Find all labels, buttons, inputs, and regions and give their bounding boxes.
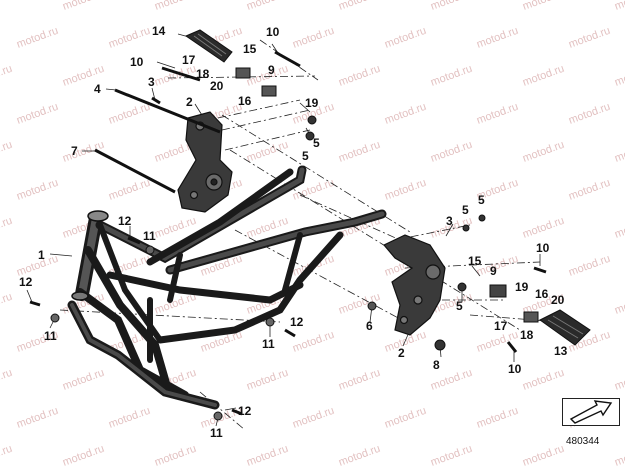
callout-11: 11 bbox=[44, 329, 57, 343]
watermark-text: motod.ru bbox=[613, 367, 625, 393]
callout-5: 5 bbox=[302, 149, 309, 163]
head-tube-bottom bbox=[71, 291, 89, 301]
callout-11: 11 bbox=[210, 426, 223, 440]
callout-9: 9 bbox=[268, 63, 275, 77]
callout-5: 5 bbox=[456, 299, 463, 313]
callout-10: 10 bbox=[508, 362, 522, 376]
main-frame bbox=[67, 165, 387, 410]
callout-19: 19 bbox=[305, 96, 319, 110]
callout-12: 12 bbox=[118, 214, 132, 228]
callout-20: 20 bbox=[210, 79, 224, 93]
callout-5: 5 bbox=[462, 203, 469, 217]
hardware bbox=[29, 50, 547, 421]
right-footrest-bracket bbox=[383, 234, 446, 336]
right-footrest-peg bbox=[539, 309, 591, 346]
callout-12: 12 bbox=[238, 404, 252, 418]
callout-11: 11 bbox=[143, 229, 156, 243]
callout-3: 3 bbox=[148, 75, 155, 89]
watermark-text: motod.ru bbox=[613, 0, 625, 13]
left-footrest-bracket bbox=[177, 111, 233, 213]
callout-12: 12 bbox=[290, 315, 304, 329]
callout-11: 11 bbox=[262, 337, 275, 351]
reference-arrow-box bbox=[562, 398, 620, 426]
callout-10: 10 bbox=[536, 241, 550, 255]
callout-1: 1 bbox=[38, 248, 45, 262]
callout-13: 13 bbox=[554, 344, 568, 358]
callout-3: 3 bbox=[446, 214, 453, 228]
callout-14: 14 bbox=[152, 24, 166, 38]
reference-number: 480344 bbox=[566, 436, 600, 447]
callout-2: 2 bbox=[186, 95, 193, 109]
left-footrest-peg bbox=[184, 29, 233, 63]
callout-16: 16 bbox=[238, 94, 252, 108]
head-tube-top bbox=[87, 210, 109, 222]
callout-9: 9 bbox=[490, 264, 497, 278]
callout-5: 5 bbox=[478, 193, 485, 207]
callout-17: 17 bbox=[494, 319, 508, 333]
callout-10: 10 bbox=[266, 25, 280, 39]
watermark-text: motod.ru bbox=[613, 63, 625, 89]
callout-20: 20 bbox=[551, 293, 565, 307]
callout-8: 8 bbox=[433, 358, 440, 372]
watermark-text: motod.ru bbox=[613, 139, 625, 165]
callout-19: 19 bbox=[515, 280, 529, 294]
callout-4: 4 bbox=[94, 82, 101, 96]
callout-5: 5 bbox=[313, 136, 320, 150]
watermark-text: motod.ru bbox=[613, 291, 625, 317]
callout-16: 16 bbox=[535, 287, 549, 301]
callout-10: 10 bbox=[130, 55, 144, 69]
callout-7: 7 bbox=[71, 144, 78, 158]
arrow-icon bbox=[569, 400, 613, 424]
callout-15: 15 bbox=[243, 42, 257, 56]
callout-2: 2 bbox=[398, 346, 405, 360]
watermark-text: motod.ru bbox=[613, 443, 625, 468]
watermark-text: motod.ru bbox=[613, 215, 625, 241]
callout-15: 15 bbox=[468, 254, 482, 268]
callout-18: 18 bbox=[520, 328, 534, 342]
callout-6: 6 bbox=[366, 319, 373, 333]
callout-17: 17 bbox=[182, 53, 196, 67]
callout-18: 18 bbox=[196, 67, 210, 81]
callout-12: 12 bbox=[19, 275, 33, 289]
